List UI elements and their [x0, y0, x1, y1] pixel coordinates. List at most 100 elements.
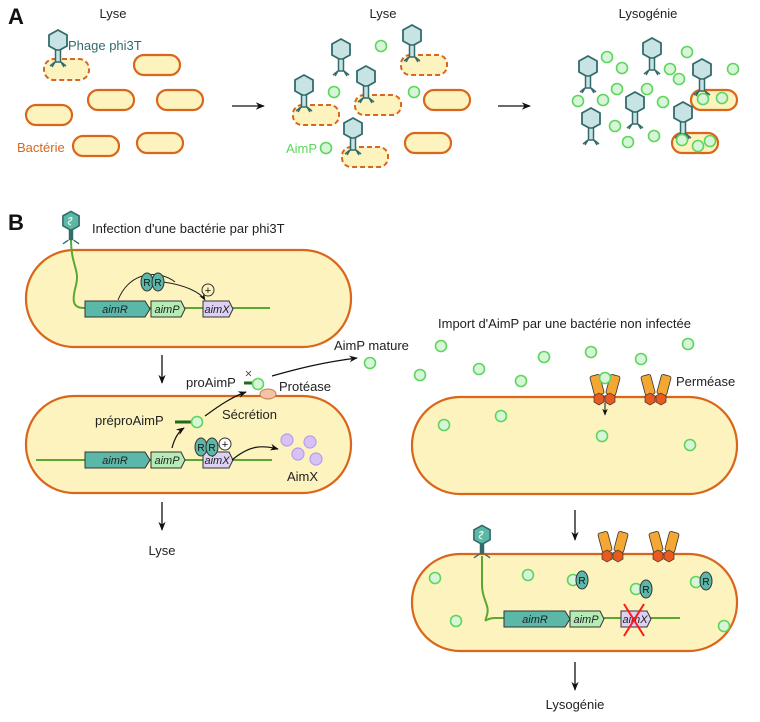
bacterium: [135, 131, 185, 155]
aimp-dot: [726, 62, 740, 76]
svg-text:aimP: aimP: [154, 455, 180, 467]
aimp-dot: [407, 85, 421, 99]
gene-aimP: [150, 451, 186, 469]
gene-aimX: [202, 300, 234, 318]
aimp-dot: [610, 82, 624, 96]
gene-aimX: [620, 610, 652, 628]
infected-bacterium: [43, 58, 90, 81]
aimp-dot: [600, 50, 614, 64]
aimp-dot: [584, 345, 598, 359]
aimp-dot: [472, 362, 486, 376]
gene-aimP: [569, 610, 605, 628]
svg-text:R: R: [154, 278, 161, 289]
bacterium: [71, 134, 121, 158]
aimx-protein: [309, 452, 323, 466]
gene-aimP: [150, 300, 186, 318]
plus-icon: [201, 283, 215, 297]
permease-label: Perméase: [676, 374, 735, 389]
aimx-protein: [303, 435, 317, 449]
infected-cell-top: aimR aimP aimX R R +: [24, 210, 353, 349]
infected-bacterium: [341, 146, 389, 168]
stage2-group: AimP: [286, 24, 472, 168]
prepro-label: préproAimP: [95, 413, 164, 428]
aimp-dot: [696, 92, 710, 106]
aimp-dot: [190, 415, 204, 429]
gene-aimR: [503, 610, 571, 628]
svg-text:R: R: [208, 443, 215, 454]
aimp-dot: [595, 429, 609, 443]
svg-text:R: R: [578, 576, 585, 587]
phage-icon: [331, 38, 351, 77]
svg-text:aimX: aimX: [204, 455, 230, 467]
lysing-cell: aimR aimP aimX R R + AimX préproAimP Séc…: [24, 370, 353, 495]
scissors-icon: [245, 370, 252, 377]
cross-icon: [623, 603, 645, 637]
svg-text:+: +: [205, 285, 211, 297]
aimp-dot: [621, 135, 635, 149]
dna-strand: [481, 556, 680, 622]
aimp-dot: [715, 91, 729, 105]
aimp-dot: [327, 85, 341, 99]
gene-aimX-label: aimX: [204, 304, 230, 316]
aimp-label: AimP: [286, 141, 317, 156]
phage-icon: [62, 210, 80, 245]
secretion-label: Sécrétion: [222, 407, 277, 422]
dna-strand: [70, 239, 270, 309]
aimp-dot: [663, 62, 677, 76]
panel-b-label: B: [8, 210, 24, 235]
aimp-dot: [675, 133, 689, 147]
outcome-lyse: Lyse: [149, 543, 176, 558]
aimp-dot: [672, 72, 686, 86]
aimp-dot: [494, 409, 508, 423]
aimp-dot: [449, 614, 463, 628]
aimp-dot: [571, 94, 585, 108]
aimp-dot: [691, 139, 705, 153]
bacterium: [422, 88, 472, 112]
bacterium: [403, 131, 453, 155]
aimp-dot: [514, 374, 528, 388]
stage1-group: Phage phi3T Bactérie: [17, 29, 205, 158]
gene-aimR: [84, 300, 151, 318]
infection-title: Infection d'une bactérie par phi3T: [92, 221, 285, 236]
stage3-group: [571, 37, 740, 155]
phage-label: Phage phi3T: [68, 38, 142, 53]
stage1-title: Lyse: [100, 6, 127, 21]
gene-aimP-label: aimP: [154, 304, 180, 316]
aimp-dot: [521, 568, 535, 582]
stage2-title: Lyse: [370, 6, 397, 21]
bacterium: [86, 88, 136, 112]
aimp-dot: [717, 619, 731, 633]
arrow-icon: [271, 355, 358, 377]
aimp-dot: [656, 95, 670, 109]
svg-text:aimR: aimR: [102, 455, 128, 467]
aimp-dot: [683, 438, 697, 452]
protease-icon: [259, 388, 277, 400]
aimR-protein: [151, 272, 165, 292]
aimp-dot: [428, 571, 442, 585]
aimx-protein: [291, 447, 305, 461]
stage3-title: Lysogénie: [619, 6, 678, 21]
aimp-dot: [703, 134, 717, 148]
phage-icon: [581, 107, 601, 146]
phage-icon: [625, 91, 645, 130]
aimx-label: AimX: [287, 469, 318, 484]
outcome-lysogenie: Lysogénie: [546, 697, 605, 712]
svg-text:R: R: [702, 577, 709, 588]
aimR-protein: [575, 570, 589, 590]
infected-bacterium: [292, 104, 340, 126]
protease-label: Protéase: [279, 379, 331, 394]
bacterium: [132, 53, 182, 77]
svg-text:+: +: [222, 439, 228, 451]
svg-text:R: R: [642, 585, 649, 596]
svg-text:R: R: [143, 278, 150, 289]
aimR-protein: [205, 437, 219, 457]
aimp-dot: [251, 377, 265, 391]
aimp-dot: [374, 39, 388, 53]
phage-icon: [642, 37, 662, 76]
aimp-dot: [615, 61, 629, 75]
panel-a-label: A: [8, 4, 24, 29]
import-title: Import d'AimP par une bactérie non infec…: [438, 316, 691, 331]
bacterium: [155, 88, 205, 112]
proaimp-label: proAimP: [186, 375, 236, 390]
gene-aimR: [84, 451, 151, 469]
